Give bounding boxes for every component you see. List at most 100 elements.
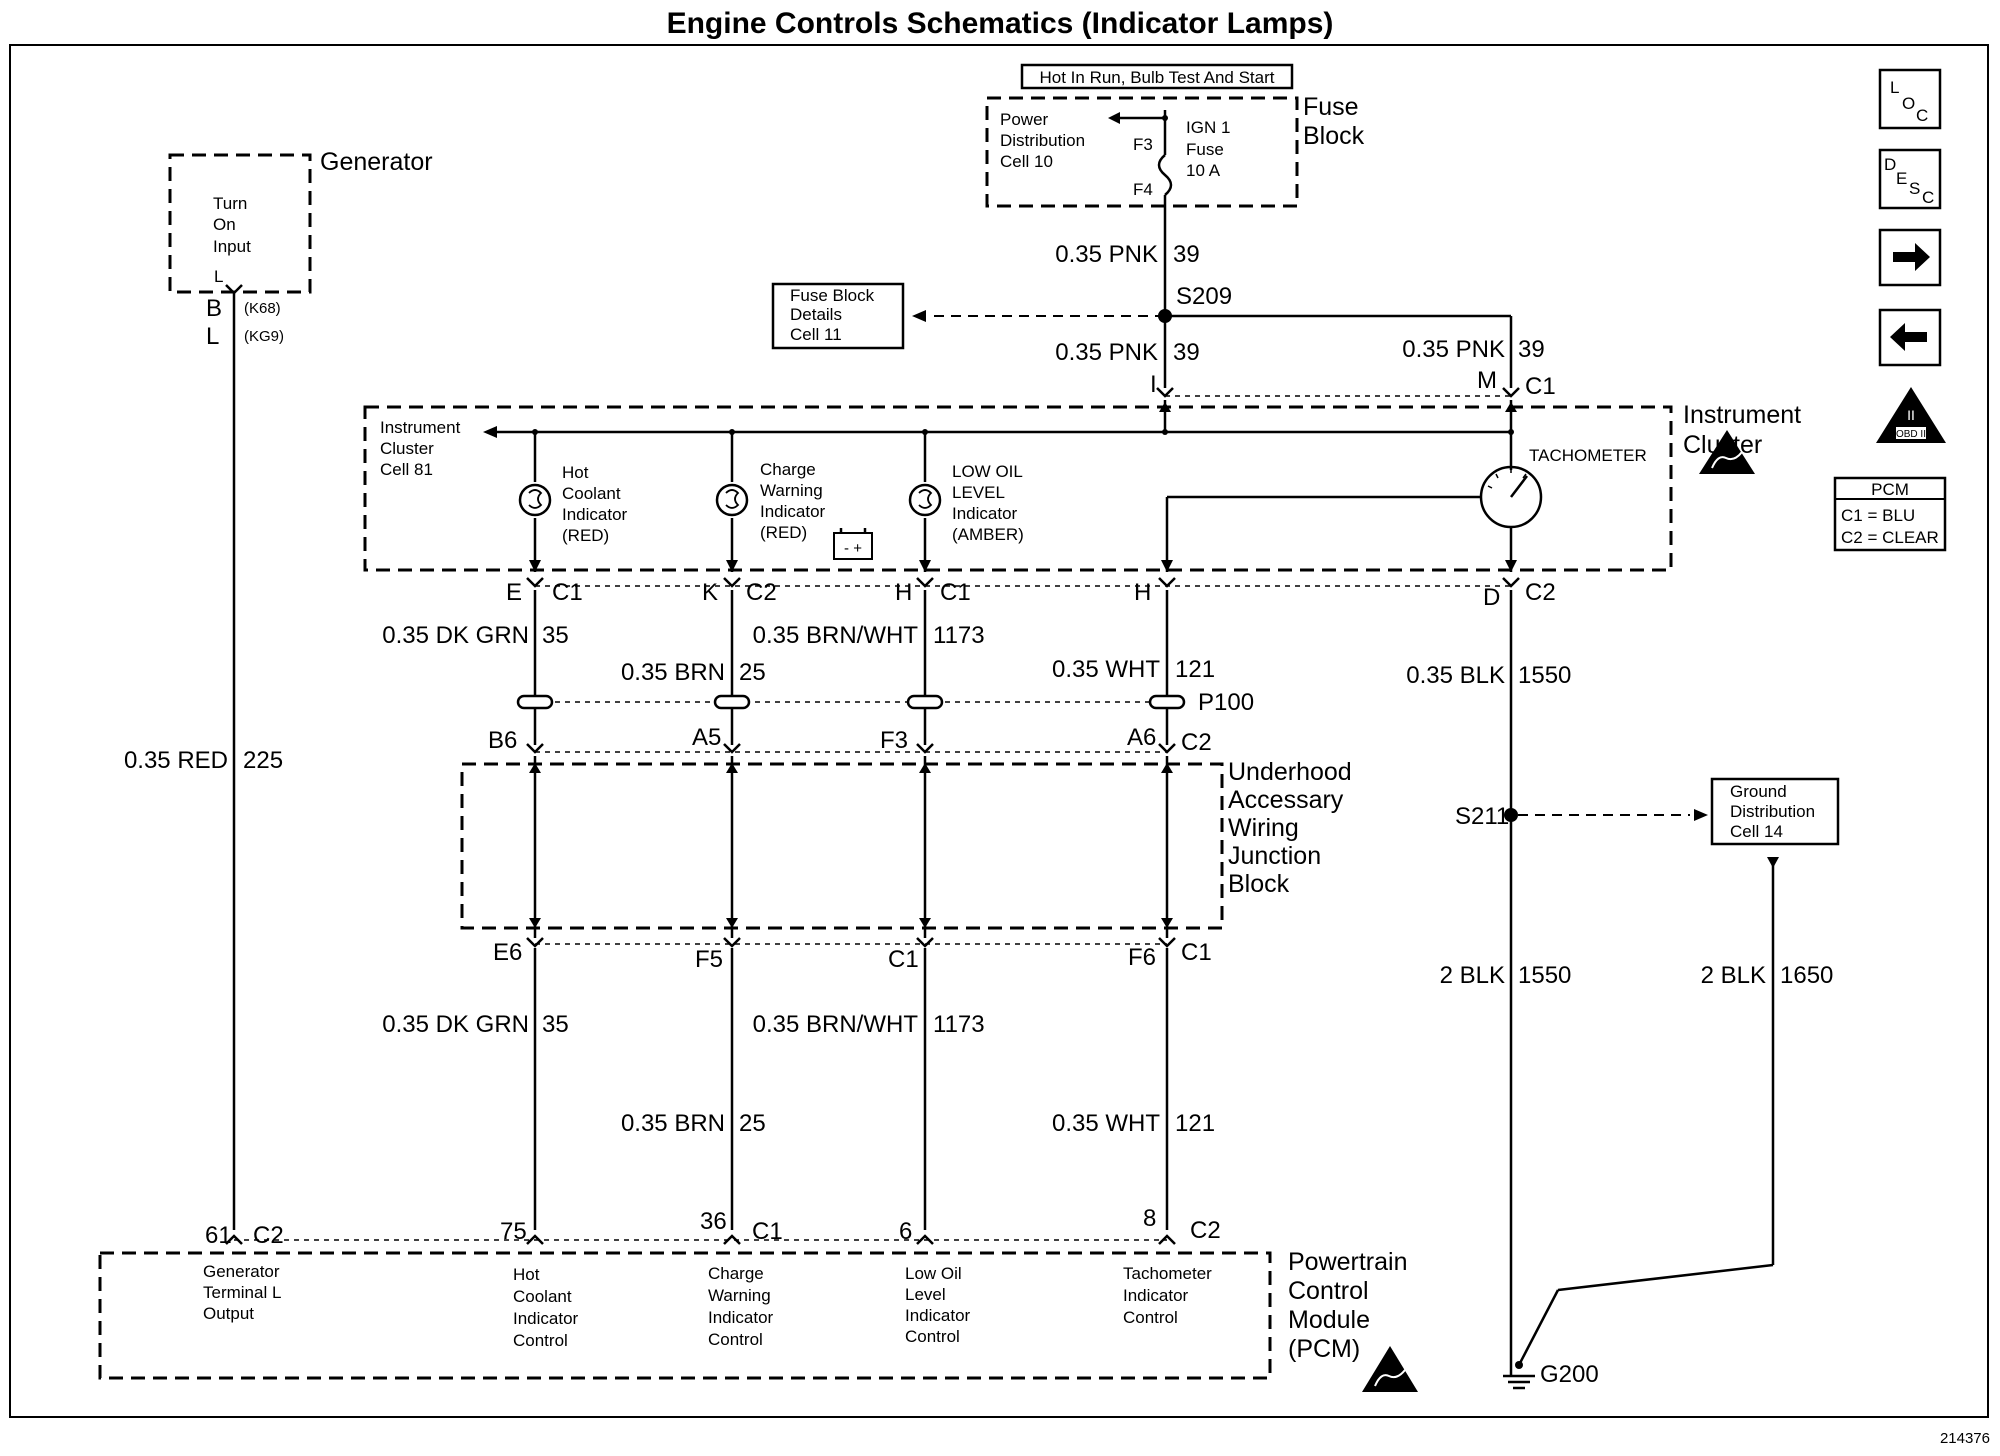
gen-inner-2: On [213, 215, 236, 234]
conn-c1-top: C1 [1525, 373, 1556, 400]
desc-e: E [1896, 169, 1907, 188]
fbd-line-2: Details [790, 305, 842, 324]
pcm-in-gen-2: Terminal L [203, 1283, 281, 1302]
ic-cell-3: Cell 81 [380, 460, 433, 479]
pcm-in-oil-4: Control [905, 1327, 960, 1346]
pcm-in-gen-3: Output [203, 1304, 254, 1323]
loc-l: L [1890, 78, 1899, 97]
conn-a5: A5 [692, 724, 721, 751]
wire-blk-bot-num: 1550 [1518, 962, 1571, 989]
fuse-block-label-1: Fuse [1303, 93, 1359, 121]
wire-red-color: 0.35 RED [124, 747, 228, 774]
pin-8-c2: C2 [1190, 1217, 1221, 1244]
conn-i-v [1156, 387, 1174, 398]
indicator-charge-warning [715, 429, 749, 572]
conn-f6-c1: C1 [1181, 939, 1212, 966]
pcm-in-tach-1: Tachometer [1123, 1264, 1212, 1283]
esd-warning-icon [1362, 1346, 1418, 1392]
gd-line-3: Cell 14 [1730, 822, 1783, 841]
s211-label: S211 [1455, 803, 1509, 830]
conn-d-c2: C2 [1525, 579, 1556, 606]
wire-brn-bot-num: 25 [739, 1110, 766, 1137]
ind-charge-3: Indicator [760, 502, 826, 521]
pcm-in-charge-2: Warning [708, 1286, 771, 1305]
page-title: Engine Controls Schematics (Indicator La… [667, 7, 1334, 40]
obd-label: OBD II [1896, 429, 1926, 440]
pcm-in-charge-3: Indicator [708, 1308, 774, 1327]
underhood-passthrough [529, 756, 1173, 938]
ind-charge-4: (RED) [760, 523, 807, 542]
indicator-hot-coolant [518, 429, 552, 572]
conn-h2: H [1134, 579, 1151, 606]
gd-line-1: Ground [1730, 782, 1787, 801]
arrow-left-icon [1108, 112, 1120, 124]
wire-brn-bot-color: 0.35 BRN [621, 1110, 725, 1137]
pcm-in-hot-3: Indicator [513, 1309, 579, 1328]
wire-blk-top-color: 0.35 BLK [1406, 662, 1505, 689]
loc-icon[interactable]: L O C [1878, 68, 1942, 130]
conn-h-c1: C1 [940, 579, 971, 606]
esd-warning-icon [1699, 430, 1755, 474]
p100-label: P100 [1198, 689, 1254, 716]
next-page-arrow-icon[interactable] [1878, 228, 1942, 287]
indicator-low-oil [908, 429, 942, 572]
pcm-in-charge-4: Control [708, 1330, 763, 1349]
fuse-block-details-box [771, 282, 905, 350]
gd-line-2: Distribution [1730, 802, 1815, 821]
pcm-label-3: Module [1288, 1306, 1370, 1334]
gen-kg9: (KG9) [244, 328, 284, 345]
ic-cell-2: Cluster [380, 439, 434, 458]
arrow-right-icon [1694, 809, 1708, 821]
wire-pnk-right-color: 0.35 PNK [1402, 336, 1505, 363]
pcm-in-hot-2: Coolant [513, 1287, 572, 1306]
pcm-in-oil-3: Indicator [905, 1306, 971, 1325]
gen-pin-b: B [206, 295, 222, 322]
pcm-label-2: Control [1288, 1277, 1369, 1305]
conn-e6: E6 [493, 939, 522, 966]
wire-pnk-right-num: 39 [1518, 336, 1545, 363]
obd-ii-icon[interactable]: OBD II II [1876, 387, 1946, 443]
conn-k: K [702, 579, 718, 606]
fuse-icon [1157, 154, 1173, 196]
ind-charge-2: Warning [760, 481, 823, 500]
desc-icon[interactable]: D E S C [1878, 148, 1942, 210]
pcm-in-charge-1: Charge [708, 1264, 764, 1283]
battery-icon [833, 532, 873, 560]
wire-blk-bot-color: 2 BLK [1440, 962, 1505, 989]
battery-symbol: - + [844, 540, 862, 557]
lamp-icon [518, 483, 552, 517]
pcm-in-hot-4: Control [513, 1331, 568, 1350]
ind-hot-1: Hot [562, 463, 589, 482]
ind-oil-4: (AMBER) [952, 525, 1024, 544]
pin-8: 8 [1143, 1205, 1156, 1232]
fuse-line-2: Fuse [1186, 140, 1224, 159]
wire-blk-gnd-color: 2 BLK [1701, 962, 1766, 989]
underhood-1: Underhood [1228, 758, 1352, 786]
fuse-line-3: 10 A [1186, 161, 1221, 180]
pcm-connector-legend: PCM C1 = BLU C2 = CLEAR [1833, 476, 1947, 552]
obd-num: II [1907, 407, 1915, 423]
underhood-3: Wiring [1228, 814, 1299, 842]
ind-oil-1: LOW OIL [952, 462, 1023, 481]
pin-36: 36 [700, 1208, 727, 1235]
power-dist-line-3: Cell 10 [1000, 152, 1053, 171]
instrument-cluster-box [363, 405, 1673, 572]
wire-wht-top-color: 0.35 WHT [1052, 656, 1160, 683]
wire-wht-bot-num: 121 [1175, 1110, 1215, 1137]
underhood-4: Junction [1228, 842, 1321, 870]
conn-a6-c2: C2 [1181, 729, 1212, 756]
conn-e-c1: C1 [552, 579, 583, 606]
prev-page-arrow-icon[interactable] [1878, 308, 1942, 367]
arrow-left-icon [483, 426, 497, 438]
pcm-legend-c2: C2 = CLEAR [1841, 528, 1939, 547]
lamp-icon [908, 483, 942, 517]
ground-icon [1503, 1374, 1535, 1390]
gen-k68: (K68) [244, 300, 281, 317]
fbd-line-3: Cell 11 [790, 325, 842, 344]
underhood-2: Accessary [1228, 786, 1344, 814]
pcm-in-hot-1: Hot [513, 1265, 540, 1284]
desc-c: C [1922, 188, 1934, 207]
gen-inner-3: Input [213, 237, 251, 256]
fuse-f3: F3 [1133, 135, 1153, 154]
